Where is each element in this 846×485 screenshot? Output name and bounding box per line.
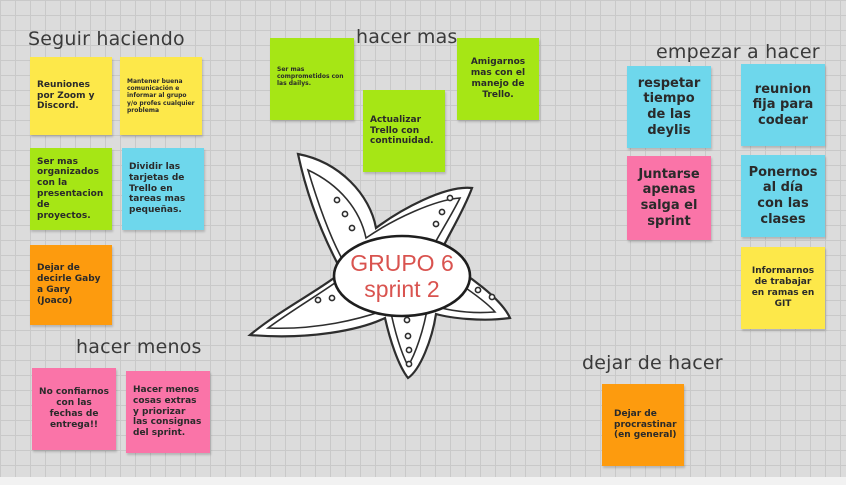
sticky-note-text: No confiarnos con las fechas de entrega!… <box>39 387 109 430</box>
sticky-note-text: reunion fija para codear <box>752 81 814 128</box>
sticky-note[interactable]: Mantener buena comunicación e informar a… <box>120 57 202 135</box>
starfish-drawing <box>247 152 512 380</box>
sticky-note-text: Ponernos al día con las clases <box>748 164 818 227</box>
heading-seguir-haciendo: Seguir haciendo <box>28 28 185 50</box>
heading-empezar-a-hacer: empezar a hacer <box>656 41 820 63</box>
sticky-note-text: Hacer menos cosas extras y priorizar las… <box>133 385 202 439</box>
heading-hacer-menos: hacer menos <box>76 336 202 358</box>
sticky-note-text: Dividir las tarjetas de Trello en tareas… <box>129 162 186 216</box>
sticky-note-text: Reuniones por Zoom y Discord. <box>37 79 95 112</box>
sticky-note-text: Informarnos de trabajar en ramas en GIT <box>751 266 815 309</box>
sticky-note[interactable]: Ser mas comprometidos con las dailys. <box>270 38 354 120</box>
sticky-note[interactable]: Ponernos al día con las clases <box>741 155 825 237</box>
canvas-bottom-bar <box>0 477 846 485</box>
heading-dejar-de-hacer: dejar de hacer <box>582 352 723 374</box>
sticky-note-text: Actualizar Trello con continuidad. <box>370 114 434 147</box>
sticky-note-text: Mantener buena comunicación e informar a… <box>127 78 195 114</box>
group-title: GRUPO 6 sprint 2 <box>334 236 470 316</box>
sticky-note-text: Dejar de decirle Gaby a Gary (Joaco) <box>37 263 101 306</box>
group-title-line2: sprint 2 <box>364 276 440 302</box>
sticky-note[interactable]: Juntarse apenas salga el sprint <box>627 156 711 240</box>
sticky-note-text: Ser mas comprometidos con las dailys. <box>277 66 344 88</box>
sticky-note[interactable]: reunion fija para codear <box>741 64 825 146</box>
sticky-note-text: Amigarnos mas con el manejo de Trello. <box>470 57 526 100</box>
starfish-dots <box>314 194 496 368</box>
sticky-note[interactable]: No confiarnos con las fechas de entrega!… <box>32 368 116 450</box>
sticky-note[interactable]: Informarnos de trabajar en ramas en GIT <box>741 247 825 329</box>
sticky-note[interactable]: Dejar de decirle Gaby a Gary (Joaco) <box>30 245 112 325</box>
heading-hacer-mas: hacer mas <box>356 26 458 48</box>
sticky-note-text: Juntarse apenas salga el sprint <box>638 166 700 229</box>
sticky-note[interactable]: Ser mas organizados con la presentacion … <box>30 148 112 230</box>
sticky-note[interactable]: Reuniones por Zoom y Discord. <box>30 57 112 135</box>
group-title-line1: GRUPO 6 <box>350 249 454 276</box>
sticky-note[interactable]: Hacer menos cosas extras y priorizar las… <box>126 371 210 453</box>
sticky-note-text: Dejar de procrastinar (en general) <box>614 408 677 441</box>
sticky-note[interactable]: respetar tiempo de las deylis <box>627 66 711 148</box>
sticky-note[interactable]: Amigarnos mas con el manejo de Trello. <box>457 38 539 120</box>
title-ellipse <box>332 234 472 318</box>
sticky-note[interactable]: Dejar de procrastinar (en general) <box>602 384 684 466</box>
sticky-note-text: respetar tiempo de las deylis <box>637 75 701 138</box>
sticky-note[interactable]: Dividir las tarjetas de Trello en tareas… <box>122 148 204 230</box>
sticky-note[interactable]: Actualizar Trello con continuidad. <box>363 90 445 172</box>
sticky-note-text: Ser mas organizados con la presentacion … <box>37 156 104 221</box>
